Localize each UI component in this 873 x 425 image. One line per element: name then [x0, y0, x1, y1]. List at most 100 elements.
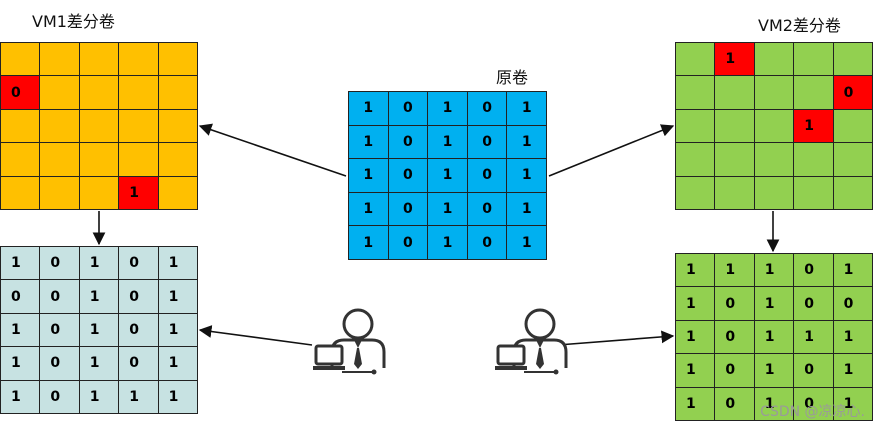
- base-cell: 0: [467, 192, 508, 227]
- vm1-view-cell: 0: [40, 347, 80, 381]
- base-cell: 0: [467, 92, 508, 126]
- user-computer-icon-vm1: [313, 308, 386, 375]
- vm2-view-cell: 0: [794, 254, 834, 288]
- vm1-diff-cell: 1: [119, 176, 159, 210]
- vm1-view-cell: 1: [158, 280, 198, 314]
- vm2-diff-cell: [715, 176, 755, 210]
- vm1-diff-cell: [1, 143, 41, 177]
- vm1-diff-cell: [40, 143, 80, 177]
- vm1-view-cell: 1: [79, 313, 120, 348]
- base-cell: 1: [428, 226, 468, 260]
- vm1-diff-cell: [1, 43, 41, 77]
- vm2-view-cell: 0: [715, 320, 755, 355]
- vm1-diff-cell: [158, 43, 198, 77]
- base-cell: 0: [388, 226, 429, 260]
- base-volume-title: 原卷: [496, 68, 529, 87]
- vm1-view-cell: 0: [119, 313, 159, 348]
- vm2-view-cell: 1: [833, 387, 873, 421]
- arrow-user1-to-vm1-view: [198, 325, 313, 346]
- vm2-view-cell: 0: [715, 354, 755, 388]
- vm1-view-cell: 0: [119, 247, 159, 281]
- vm2-diff-cell: [715, 143, 755, 177]
- vm1-diff-cell: [119, 76, 159, 110]
- base-cell: 1: [507, 125, 547, 160]
- vm2-view-cell: 0: [794, 387, 834, 421]
- vm2-view-cell: 1: [754, 287, 795, 321]
- vm2-diff-cell: [754, 109, 795, 144]
- vm2-diff-cell: [676, 43, 716, 77]
- vm1-view-cell: 1: [79, 280, 120, 314]
- vm1-diff-cell: 0: [1, 76, 41, 110]
- vm2-view-cell: 1: [715, 254, 755, 288]
- vm2-view-cell: 0: [794, 287, 834, 321]
- vm2-diff-cell: 0: [833, 76, 873, 110]
- vm1-view-cell: 0: [119, 347, 159, 381]
- vm1-diff-cell: [119, 109, 159, 144]
- vm2-diff-cell: [754, 76, 795, 110]
- vm2-view-cell: 1: [833, 254, 873, 288]
- vm2-diff-cell: [676, 109, 716, 144]
- vm1-diff-cell: [158, 143, 198, 177]
- vm1-view-cell: 1: [158, 247, 198, 281]
- vm1-view-cell: 1: [158, 347, 198, 381]
- vm2-diff-cell: [754, 143, 795, 177]
- base-cell: 1: [428, 92, 468, 126]
- vm2-diff-cell: [715, 76, 755, 110]
- base-cell: 1: [349, 92, 389, 126]
- base-cell: 1: [507, 192, 547, 227]
- base-cell: 1: [349, 192, 389, 227]
- vm1-view-cell: 1: [79, 380, 120, 414]
- vm2-diff-cell: [794, 43, 834, 77]
- vm1-diff-cell: [79, 43, 120, 77]
- arrow-user2-to-vm2-view: [557, 330, 675, 346]
- base-cell: 1: [349, 159, 389, 193]
- vm2-diff-cell: 1: [715, 43, 755, 77]
- vm2-diff-cell: [794, 176, 834, 210]
- vm1-diff-cell: [158, 76, 198, 110]
- vm2-diff-cell: [676, 76, 716, 110]
- vm1-diff-cell: [158, 176, 198, 210]
- vm2-view-cell: 0: [833, 287, 873, 321]
- base-cell: 0: [388, 192, 429, 227]
- vm1-diff-cell: [40, 76, 80, 110]
- vm2-diff-cell: 1: [794, 109, 834, 144]
- vm2-diff-cell: [754, 176, 795, 210]
- vm1-diff-cell: [79, 143, 120, 177]
- vm2-view-cell: 1: [833, 354, 873, 388]
- vm1-view-cell: 0: [40, 247, 80, 281]
- base-cell: 1: [507, 226, 547, 260]
- base-cell: 0: [467, 125, 508, 160]
- vm2-view-cell: 1: [676, 320, 716, 355]
- vm2-view-cell: 1: [754, 320, 795, 355]
- base-cell: 1: [428, 125, 468, 160]
- vm2-diff-cell: [833, 43, 873, 77]
- vm2-diff-cell: [833, 143, 873, 177]
- vm1-diff-cell: [119, 143, 159, 177]
- vm1-view-cell: 0: [40, 380, 80, 414]
- vm2-diff-cell: [794, 76, 834, 110]
- vm2-view-cell: 1: [754, 254, 795, 288]
- vm1-diff-title: VM1差分卷: [32, 12, 115, 31]
- base-cell: 1: [349, 125, 389, 160]
- vm1-view-cell: 0: [40, 280, 80, 314]
- vm1-view-cell: 1: [1, 247, 41, 281]
- vm1-diff-cell: [40, 176, 80, 210]
- vm2-diff-cell: [794, 143, 834, 177]
- vm1-diff-cell: [40, 43, 80, 77]
- vm2-view-cell: 1: [676, 354, 716, 388]
- base-cell: 0: [467, 226, 508, 260]
- vm2-diff-cell: [833, 176, 873, 210]
- vm2-view-cell: 0: [715, 287, 755, 321]
- vm2-diff-title: VM2差分卷: [758, 16, 841, 35]
- vm2-diff-cell: [676, 176, 716, 210]
- vm1-diff-cell: [79, 176, 120, 210]
- vm1-diff-cell: [79, 76, 120, 110]
- vm2-view-cell: 0: [794, 354, 834, 388]
- base-cell: 0: [388, 92, 429, 126]
- vm1-view-cell: 0: [119, 280, 159, 314]
- base-cell: 0: [388, 159, 429, 193]
- vm2-diff-cell: [676, 143, 716, 177]
